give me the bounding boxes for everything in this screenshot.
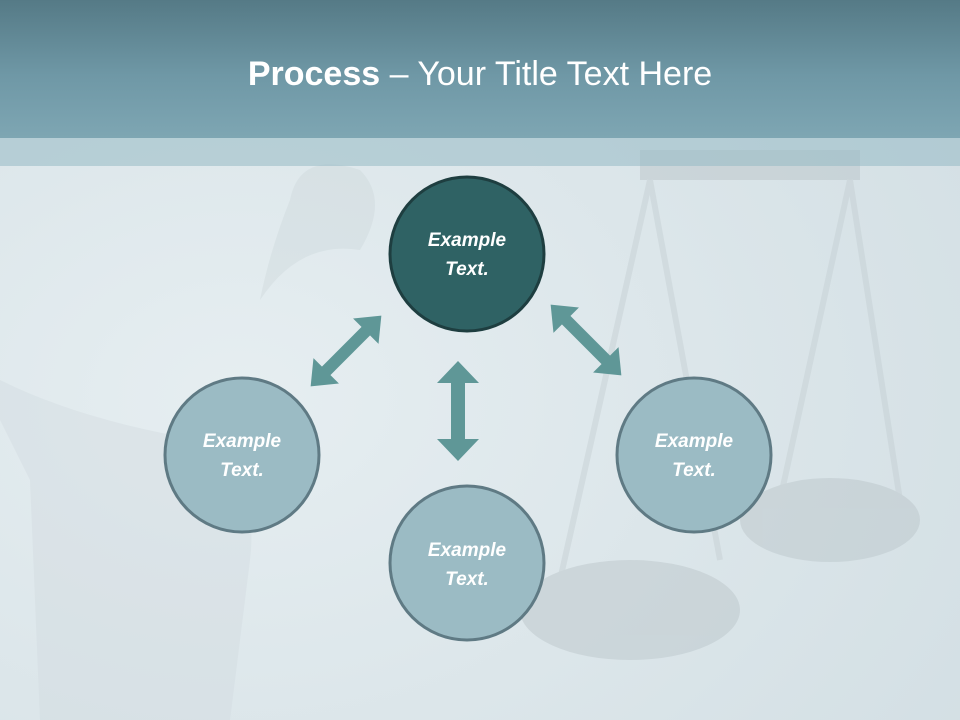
node-top-line2: Text.	[445, 259, 489, 280]
node-top: Example Text.	[388, 175, 546, 333]
node-right: Example Text.	[615, 376, 773, 534]
arrow-vertical	[437, 361, 479, 461]
arrow-top-left	[310, 315, 382, 387]
title-rest: – Your Title Text Here	[380, 55, 713, 93]
scales-silhouette	[520, 150, 920, 660]
node-bottom-line2: Text.	[445, 569, 489, 590]
node-top-line1: Example	[428, 230, 507, 251]
node-left-line2: Text.	[220, 460, 264, 481]
node-left-line1: Example	[203, 431, 282, 452]
header-bar	[0, 0, 960, 138]
arrow-top-right	[550, 304, 622, 376]
node-right-line1: Example	[655, 431, 734, 452]
node-right-line2: Text.	[672, 460, 716, 481]
slide-title: Process – Your Title Text Here	[0, 52, 960, 96]
node-bottom: Example Text.	[388, 484, 546, 642]
title-bold: Process	[247, 55, 381, 93]
header-strip	[0, 138, 960, 166]
node-left: Example Text.	[163, 376, 321, 534]
node-bottom-line1: Example	[428, 540, 507, 561]
